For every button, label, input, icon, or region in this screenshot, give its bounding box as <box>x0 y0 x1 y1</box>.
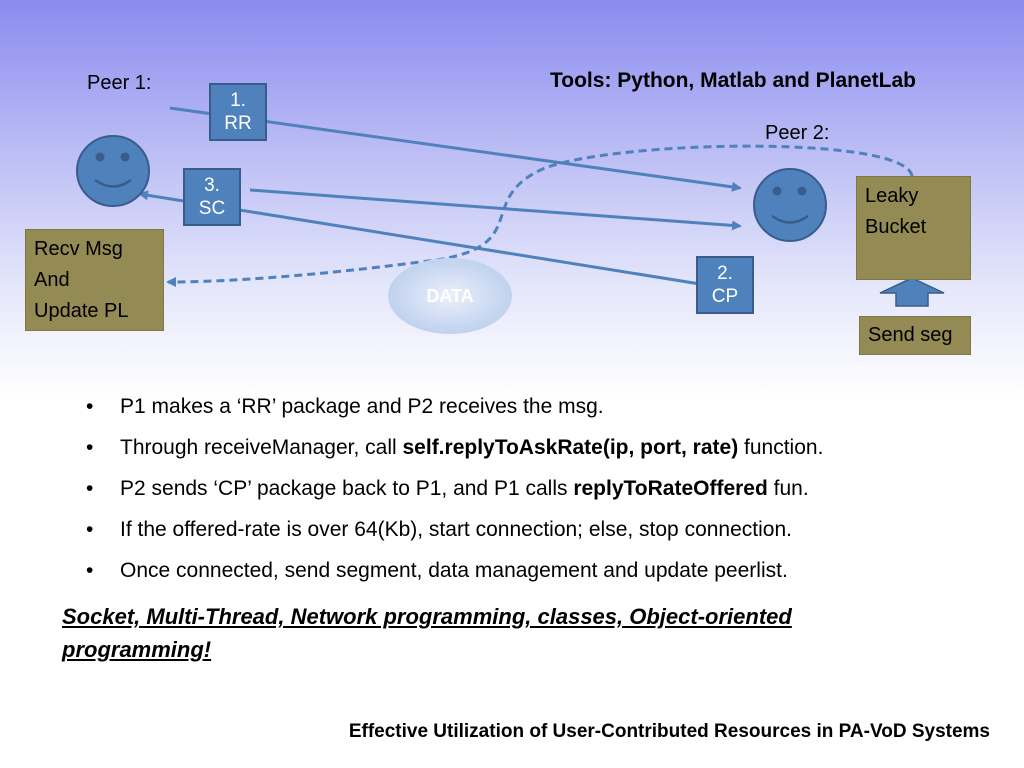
bullet-item: P1 makes a ‘RR’ package and P2 receives … <box>80 394 1010 435</box>
step2-cp-box: 2. CP <box>696 256 754 314</box>
emphasis-line1: Socket, Multi-Thread, Network programmin… <box>62 604 792 629</box>
data-ellipse: DATA <box>388 258 512 334</box>
data-label: DATA <box>426 285 474 306</box>
recv-msg-line3: Update PL <box>34 300 129 322</box>
step1-number: 1. <box>230 90 246 111</box>
sc-arrow <box>249 188 742 231</box>
step3-label: SC <box>198 198 226 219</box>
bullet-item: Once connected, send segment, data manag… <box>80 558 1010 599</box>
recv-msg-line2: And <box>34 269 70 291</box>
emphasis-line2: programming! <box>62 637 212 662</box>
recv-msg-line1: Recv Msg <box>34 238 123 260</box>
data-flow-arrow <box>166 144 914 287</box>
bullet-item: P2 sends ‘CP’ package back to P1, and P1… <box>80 476 1010 517</box>
send-seg-label: Send seg <box>868 324 953 346</box>
peer1-smiley-icon <box>76 135 150 207</box>
slide-footer: Effective Utilization of User-Contribute… <box>348 721 990 742</box>
tools-header: Tools: Python, Matlab and PlanetLab <box>550 69 916 92</box>
recv-msg-box: Recv Msg And Update PL <box>25 229 164 331</box>
leaky-bucket-line2: Bucket <box>865 216 927 238</box>
bullet-item: Through receiveManager, call self.replyT… <box>80 435 1010 476</box>
step1-label: RR <box>224 113 252 134</box>
send-seg-box: Send seg <box>859 316 971 355</box>
bullet-list: P1 makes a ‘RR’ package and P2 receives … <box>80 394 1010 599</box>
step1-rr-box: 1. RR <box>209 83 267 141</box>
leaky-bucket-box: Leaky Bucket <box>856 176 971 280</box>
step2-label: CP <box>711 286 739 307</box>
leaky-bucket-line1: Leaky <box>865 185 919 207</box>
bullet-item: If the offered-rate is over 64(Kb), star… <box>80 517 1010 558</box>
peer2-label: Peer 2: <box>765 122 830 144</box>
up-arrow-icon <box>879 277 945 307</box>
emphasis-text: Socket, Multi-Thread, Network programmin… <box>62 600 1002 666</box>
step3-sc-box: 3. SC <box>183 168 241 226</box>
peer2-smiley-icon <box>753 168 827 242</box>
peer1-label: Peer 1: <box>87 72 152 94</box>
step2-number: 2. <box>717 263 733 284</box>
step3-number: 3. <box>204 175 220 196</box>
